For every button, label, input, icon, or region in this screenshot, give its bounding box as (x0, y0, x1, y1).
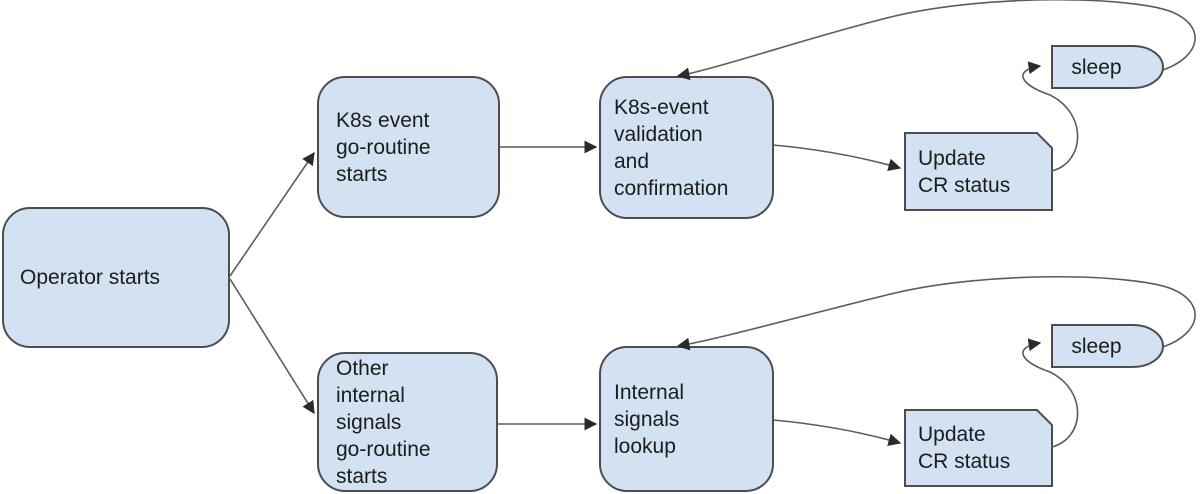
edge-operator-to-other-signals (229, 278, 315, 415)
edge-validation-to-update-cr-1 (772, 144, 902, 172)
node-internal-signals-lookup: Internal signals lookup (614, 380, 685, 458)
node-sleep-2: sleep (1071, 334, 1122, 358)
update-cr-status-1-shape (904, 132, 1053, 211)
node-sleep-1: sleep (1071, 55, 1122, 79)
node-other-internal-signals-go-routine-starts: Other internal signals go-routine starts (336, 356, 431, 488)
operator-starts-shape (2, 207, 230, 348)
node-k8s-event-validation-and-confirmation: K8s-event validation and confirmation (614, 95, 729, 200)
edge-update-cr-2-to-sleep-2 (1022, 338, 1079, 448)
node-operator-starts: Operator starts (20, 266, 161, 289)
edge-operator-to-k8s-event (229, 151, 315, 277)
sleep-2-shape (1051, 324, 1164, 368)
edge-lookup-to-update-cr-2 (772, 419, 902, 447)
edge-sleep-2-loop-to-lookup (676, 275, 1196, 351)
node-update-cr-status-1: Update CR status (918, 146, 1011, 197)
other-internal-signals-shape (317, 352, 498, 492)
node-update-cr-status-2: Update CR status (918, 423, 1011, 473)
update-cr-status-2-shape (904, 409, 1053, 487)
node-k8s-event-go-routine-starts: K8s event go-routine starts (336, 108, 431, 186)
sleep-1-shape (1051, 45, 1164, 89)
edge-update-cr-1-to-sleep-1 (1022, 61, 1079, 172)
edge-sleep-1-loop-to-validation (676, 0, 1196, 81)
